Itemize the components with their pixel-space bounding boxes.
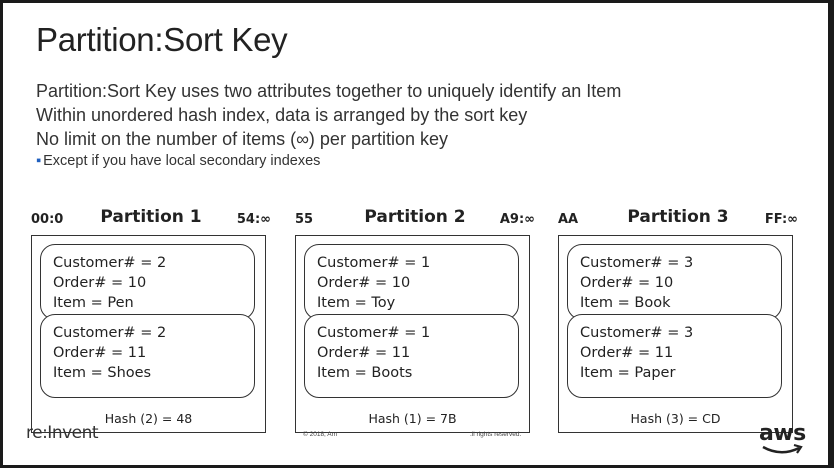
partition-1: 00:0 Partition 1 54:∞ Customer# = 2 Orde… bbox=[31, 207, 271, 433]
sub-bullet-text: Except if you have local secondary index… bbox=[43, 153, 321, 169]
reinvent-logo: re:Invent bbox=[26, 423, 99, 443]
bullet-item: Partition:Sort Key uses two attributes t… bbox=[36, 81, 622, 101]
aws-logo: aws bbox=[759, 421, 807, 457]
item-attr: Item = Book bbox=[580, 295, 671, 311]
sub-bullet-item: ▪Except if you have local secondary inde… bbox=[36, 151, 621, 171]
customer-attr: Customer# = 2 bbox=[53, 325, 167, 341]
bullet-item: Within unordered hash index, data is arr… bbox=[36, 105, 528, 125]
hash-label: Hash (3) = CD bbox=[630, 411, 721, 426]
partition-box: Customer# = 2 Order# = 10 Item = Pen Cus… bbox=[31, 235, 266, 433]
item-attr: Item = Toy bbox=[317, 295, 396, 311]
slide: Partition:Sort Key Partition:Sort Key us… bbox=[3, 3, 828, 465]
copyright-text: © 2018, Am bbox=[303, 431, 338, 438]
partition-range-start: 55 bbox=[295, 212, 314, 227]
partition-range-end: 54:∞ bbox=[236, 212, 271, 227]
order-attr: Order# = 10 bbox=[317, 275, 411, 291]
customer-attr: Customer# = 2 bbox=[53, 255, 167, 271]
customer-attr: Customer# = 3 bbox=[580, 325, 694, 341]
item-attr: Item = Boots bbox=[317, 365, 413, 381]
partition-header: AA Partition 3 FF:∞ bbox=[558, 207, 798, 231]
customer-attr: Customer# = 3 bbox=[580, 255, 694, 271]
partition-header: 00:0 Partition 1 54:∞ bbox=[31, 207, 271, 231]
order-attr: Order# = 10 bbox=[580, 275, 674, 291]
aws-smile-icon bbox=[762, 443, 803, 454]
item-attr: Item = Shoes bbox=[53, 365, 152, 381]
item-attr: Item = Pen bbox=[53, 295, 134, 311]
item-record: Customer# = 3 Order# = 11 Item = Paper bbox=[567, 314, 782, 398]
partition-range-start: AA bbox=[558, 212, 579, 227]
partition-range-start: 00:0 bbox=[31, 212, 64, 227]
bullet-list: Partition:Sort Key uses two attributes t… bbox=[36, 79, 621, 171]
bullet-item: No limit on the number of items (∞) per … bbox=[36, 129, 448, 149]
partition-header: 55 Partition 2 A9:∞ bbox=[295, 207, 535, 231]
customer-attr: Customer# = 1 bbox=[317, 325, 431, 341]
order-attr: Order# = 11 bbox=[580, 345, 674, 361]
order-attr: Order# = 11 bbox=[53, 345, 147, 361]
aws-logo-text: aws bbox=[759, 421, 806, 446]
hash-label: Hash (1) = 7B bbox=[368, 411, 457, 426]
partition-box: Customer# = 1 Order# = 10 Item = Toy Cus… bbox=[295, 235, 530, 433]
partition-name: Partition 2 bbox=[364, 207, 466, 227]
item-record: Customer# = 1 Order# = 11 Item = Boots bbox=[304, 314, 519, 398]
hash-label: Hash (2) = 48 bbox=[104, 411, 193, 426]
customer-attr: Customer# = 1 bbox=[317, 255, 431, 271]
partition-2: 55 Partition 2 A9:∞ Customer# = 1 Order#… bbox=[295, 207, 535, 433]
item-attr: Item = Paper bbox=[580, 365, 676, 381]
item-record: Customer# = 2 Order# = 10 Item = Pen bbox=[40, 244, 255, 320]
rights-text: .ll rights reserved. bbox=[470, 431, 522, 438]
order-attr: Order# = 11 bbox=[317, 345, 411, 361]
partition-name: Partition 3 bbox=[627, 207, 729, 227]
partition-3: AA Partition 3 FF:∞ Customer# = 3 Order#… bbox=[558, 207, 798, 433]
order-attr: Order# = 10 bbox=[53, 275, 147, 291]
partition-name: Partition 1 bbox=[100, 207, 202, 227]
bullet-dot-icon: ▪ bbox=[36, 153, 42, 169]
item-record: Customer# = 1 Order# = 10 Item = Toy bbox=[304, 244, 519, 320]
partition-box: Customer# = 3 Order# = 10 Item = Book Cu… bbox=[558, 235, 793, 433]
partition-range-end: FF:∞ bbox=[764, 212, 798, 227]
slide-title: Partition:Sort Key bbox=[36, 21, 288, 58]
item-record: Customer# = 2 Order# = 11 Item = Shoes bbox=[40, 314, 255, 398]
item-record: Customer# = 3 Order# = 10 Item = Book bbox=[567, 244, 782, 320]
partition-range-end: A9:∞ bbox=[499, 212, 535, 227]
